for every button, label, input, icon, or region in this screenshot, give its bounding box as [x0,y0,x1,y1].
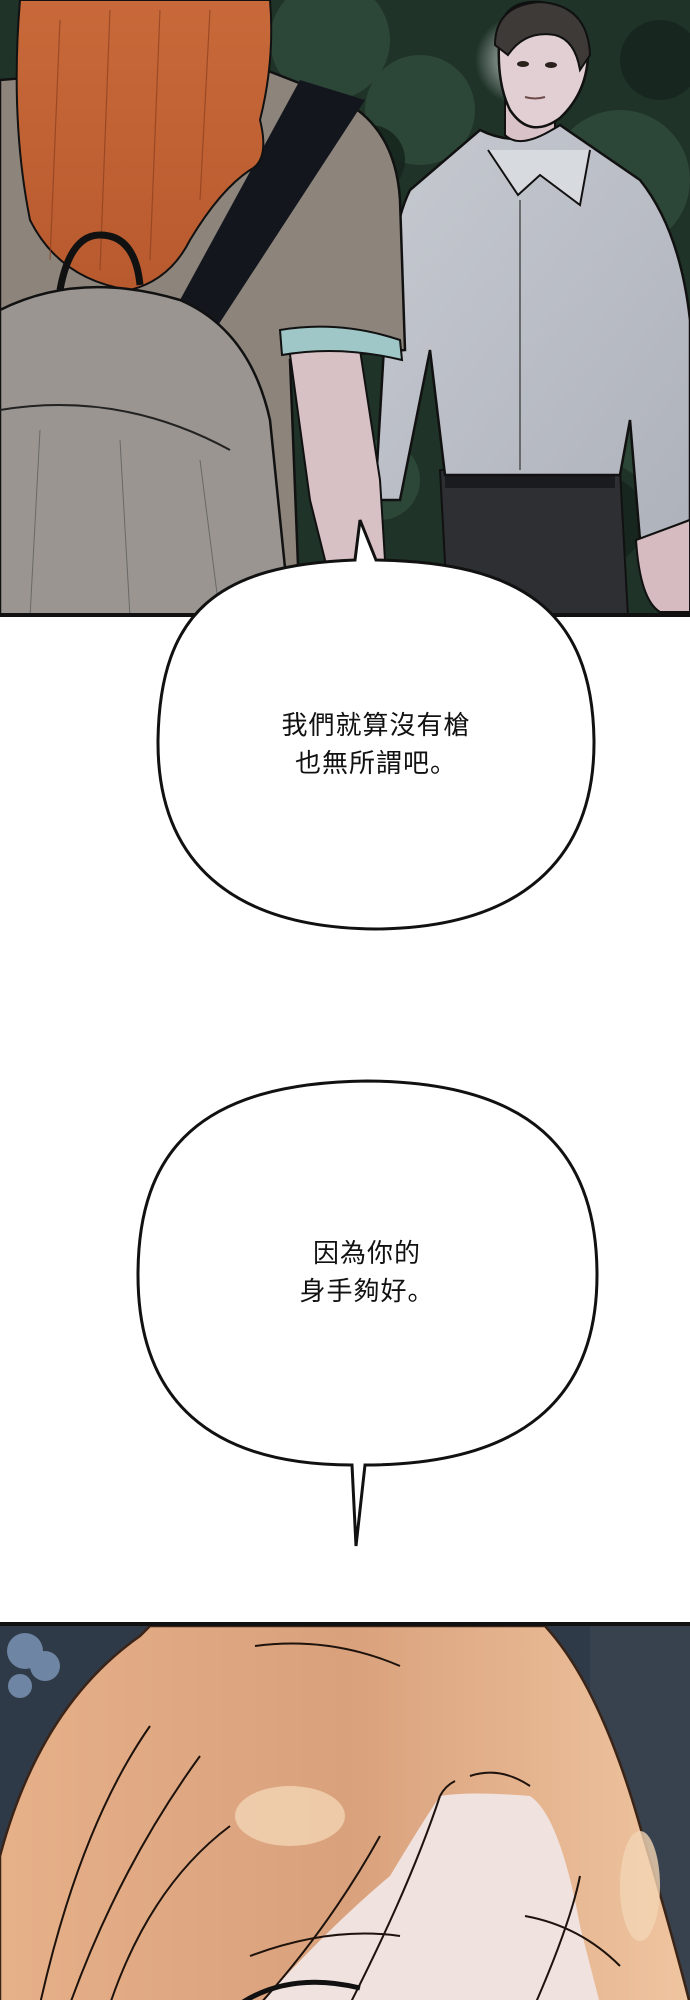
speech-bubble-2-shape [136,1079,599,1547]
panel-1-illustration [0,0,690,613]
foliage-silhouette [7,1633,60,1698]
bubble-2-line-2: 身手夠好。 [299,1277,435,1307]
bubble-1-line-2: 也無所謂吧。 [294,749,457,779]
speech-bubble-2: 因為你的 身手夠好。 [137,1235,597,1311]
comic-panel-1 [0,0,690,617]
speech-bubble-1: 我們就算沒有槍 也無所謂吧。 [157,707,595,783]
bubble-1-line-1: 我們就算沒有槍 [281,711,471,741]
bubble-2-line-1: 因為你的 [312,1239,421,1269]
girl-figure [0,0,407,613]
panel-2-illustration [0,1626,690,2000]
comic-panel-2 [0,1622,690,2000]
